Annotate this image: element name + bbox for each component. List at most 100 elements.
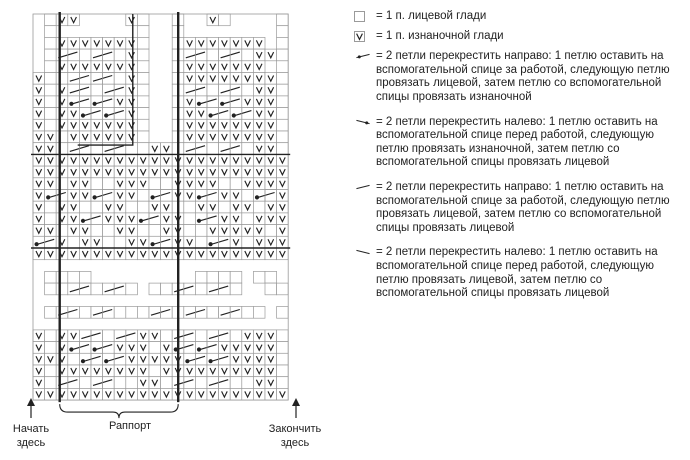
purl-mark — [151, 379, 159, 387]
purl-mark — [255, 250, 263, 259]
purl-mark — [81, 367, 89, 376]
purl-mark — [255, 145, 263, 153]
purl-mark — [244, 203, 251, 212]
cross-right-purl-icon — [356, 54, 370, 59]
purl-mark — [139, 379, 147, 387]
purl-mark — [186, 192, 193, 200]
chart-cell — [113, 72, 127, 85]
purl-mark — [139, 180, 147, 188]
purl-dot — [254, 195, 260, 200]
chart-cell — [67, 271, 80, 284]
purl-mark — [255, 344, 263, 352]
purl-mark — [93, 168, 101, 177]
purl-mark — [232, 250, 240, 259]
purl-dot — [208, 359, 213, 364]
purl-mark — [105, 168, 112, 177]
chart-cell — [137, 25, 150, 38]
chart-cell — [241, 235, 254, 249]
purl-mark — [35, 168, 43, 177]
purl-mark — [232, 215, 240, 223]
purl-mark — [267, 86, 275, 95]
purl-mark — [186, 98, 193, 106]
chart-cell — [125, 306, 138, 319]
purl-mark — [186, 168, 193, 177]
purl-mark — [116, 203, 124, 212]
chart-cell — [183, 212, 196, 225]
purl-mark — [279, 250, 286, 259]
repeat-label: Раппорт — [108, 420, 152, 432]
chart-cell — [183, 224, 196, 237]
chart-cell — [160, 376, 173, 389]
purl-mark — [221, 391, 228, 399]
purl-mark — [209, 391, 217, 399]
chart-cell — [276, 37, 289, 50]
chart-cell — [102, 329, 115, 342]
purl-mark — [221, 367, 228, 376]
legend-text-cross-left-purl: = 2 петли перекрестить налево: 1 петлю о… — [376, 115, 658, 169]
purl-mark — [221, 250, 228, 259]
chart-cell — [67, 352, 80, 366]
purl-mark — [232, 192, 240, 200]
chart-cell — [137, 60, 150, 73]
chart-cell — [113, 235, 127, 249]
chart-cell — [148, 177, 161, 190]
chart-cell — [137, 37, 150, 50]
purl-mark — [209, 133, 217, 142]
purl-mark — [35, 344, 43, 352]
purl-mark — [244, 133, 251, 142]
chart-cell — [44, 95, 57, 108]
purl-mark — [255, 391, 263, 399]
purl-mark — [197, 203, 205, 212]
purl-dot — [196, 218, 202, 223]
chart-cell — [241, 212, 254, 225]
chart-cell — [125, 376, 138, 389]
chart-cell — [55, 282, 69, 296]
purl-mark — [255, 215, 263, 223]
purl-dot — [231, 113, 236, 118]
purl-mark — [221, 344, 228, 352]
chart-cell — [137, 83, 150, 97]
purl-mark — [232, 122, 240, 130]
chart-cell — [276, 95, 289, 108]
purl-mark — [93, 122, 101, 130]
purl-v-icon — [354, 30, 365, 42]
purl-mark — [279, 192, 286, 200]
purl-mark — [186, 157, 193, 165]
purl-mark — [267, 367, 275, 376]
purl-mark — [70, 157, 77, 165]
chart-cell — [137, 130, 150, 144]
chart-cell — [195, 376, 208, 389]
chart-cell — [241, 376, 254, 389]
purl-mark — [244, 227, 251, 235]
purl-mark — [116, 122, 124, 130]
chart-cell — [44, 72, 57, 85]
purl-mark — [197, 75, 205, 83]
purl-mark — [93, 239, 101, 247]
purl-mark — [244, 40, 251, 48]
purl-mark — [81, 180, 89, 188]
purl-mark — [209, 16, 217, 25]
purl-mark — [163, 203, 170, 212]
purl-dot — [69, 101, 74, 106]
purl-mark — [232, 75, 240, 83]
purl-mark — [163, 157, 170, 165]
purl-mark — [267, 98, 275, 106]
purl-mark — [116, 367, 124, 376]
purl-mark — [267, 145, 275, 153]
purl-mark — [197, 110, 205, 118]
purl-mark — [209, 168, 217, 177]
purl-mark — [244, 98, 251, 106]
purl-mark — [116, 250, 124, 259]
purl-mark — [47, 227, 54, 235]
purl-mark — [244, 367, 251, 376]
purl-mark — [47, 133, 54, 142]
purl-mark — [139, 391, 147, 399]
purl-mark — [105, 40, 112, 48]
purl-mark — [139, 157, 147, 165]
purl-mark — [279, 215, 286, 223]
purl-mark — [267, 356, 275, 364]
purl-mark — [105, 63, 112, 71]
purl-dot — [92, 101, 97, 106]
chart-cell — [44, 376, 57, 389]
